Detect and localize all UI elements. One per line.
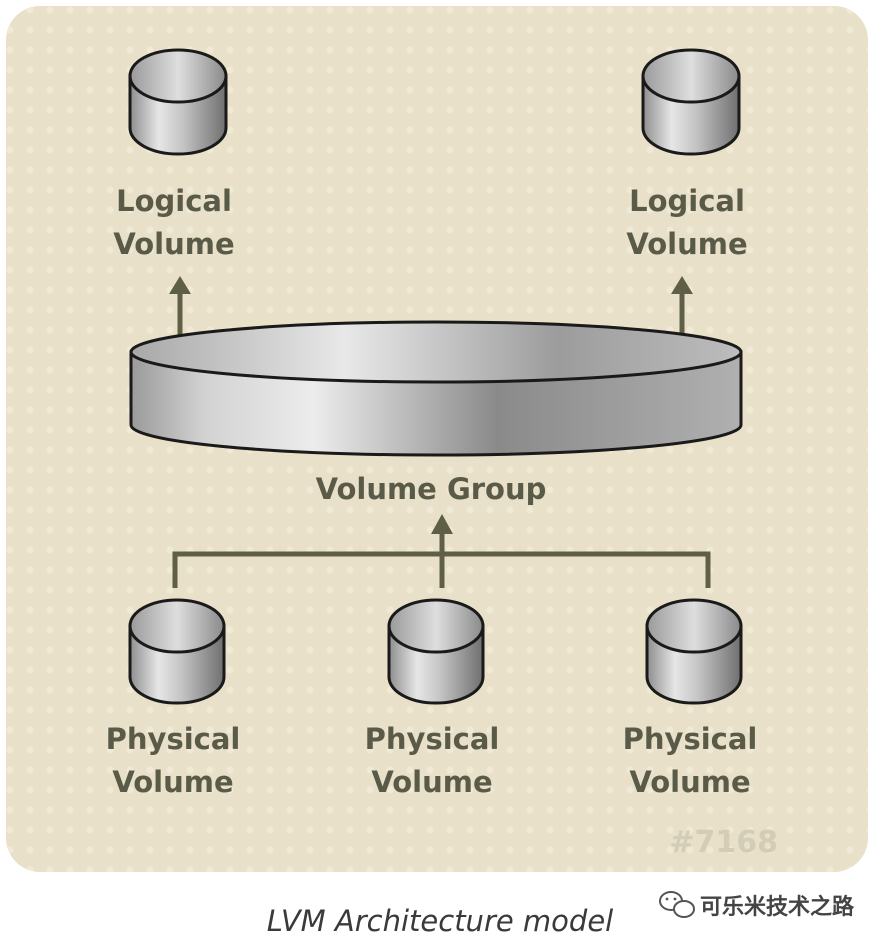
physical-volume-label-2-line2: Volume bbox=[371, 765, 492, 799]
physical-volume-cylinder-3 bbox=[645, 598, 743, 705]
logical-volume-cylinder-right bbox=[641, 48, 741, 156]
vg-to-lv-connectors bbox=[177, 292, 685, 340]
physical-volume-cylinder-1 bbox=[128, 598, 226, 705]
wechat-icon bbox=[659, 891, 695, 918]
logical-volume-label-left-line1: Logical bbox=[116, 184, 232, 218]
logical-volume-label-left-line2: Volume bbox=[113, 227, 234, 261]
logical-volume-label-right-line2: Volume bbox=[626, 227, 747, 261]
arrowhead-lv-right bbox=[671, 276, 693, 294]
volume-group-label: Volume Group bbox=[316, 472, 547, 506]
physical-volume-label-2-line1: Physical bbox=[365, 722, 500, 756]
volume-group-disc bbox=[129, 320, 743, 457]
wechat-watermark: 可乐米技术之路 bbox=[659, 891, 855, 920]
physical-volume-label-3-line2: Volume bbox=[629, 765, 750, 799]
logical-volume-label-right-line1: Logical bbox=[629, 184, 745, 218]
physical-volume-cylinder-2 bbox=[387, 598, 485, 705]
arrowhead-vg bbox=[431, 514, 453, 534]
pv-to-vg-connectors bbox=[172, 532, 711, 588]
physical-volume-label-1-line1: Physical bbox=[106, 722, 241, 756]
arrowhead-lv-left bbox=[169, 276, 191, 294]
physical-volume-label-1-line2: Volume bbox=[112, 765, 233, 799]
logical-volume-cylinder-left bbox=[128, 48, 228, 156]
physical-volume-label-3-line1: Physical bbox=[623, 722, 758, 756]
figure-caption: LVM Architecture model bbox=[267, 904, 613, 938]
figure-id: #7168 bbox=[669, 825, 778, 860]
wechat-account-name: 可乐米技术之路 bbox=[700, 894, 855, 920]
